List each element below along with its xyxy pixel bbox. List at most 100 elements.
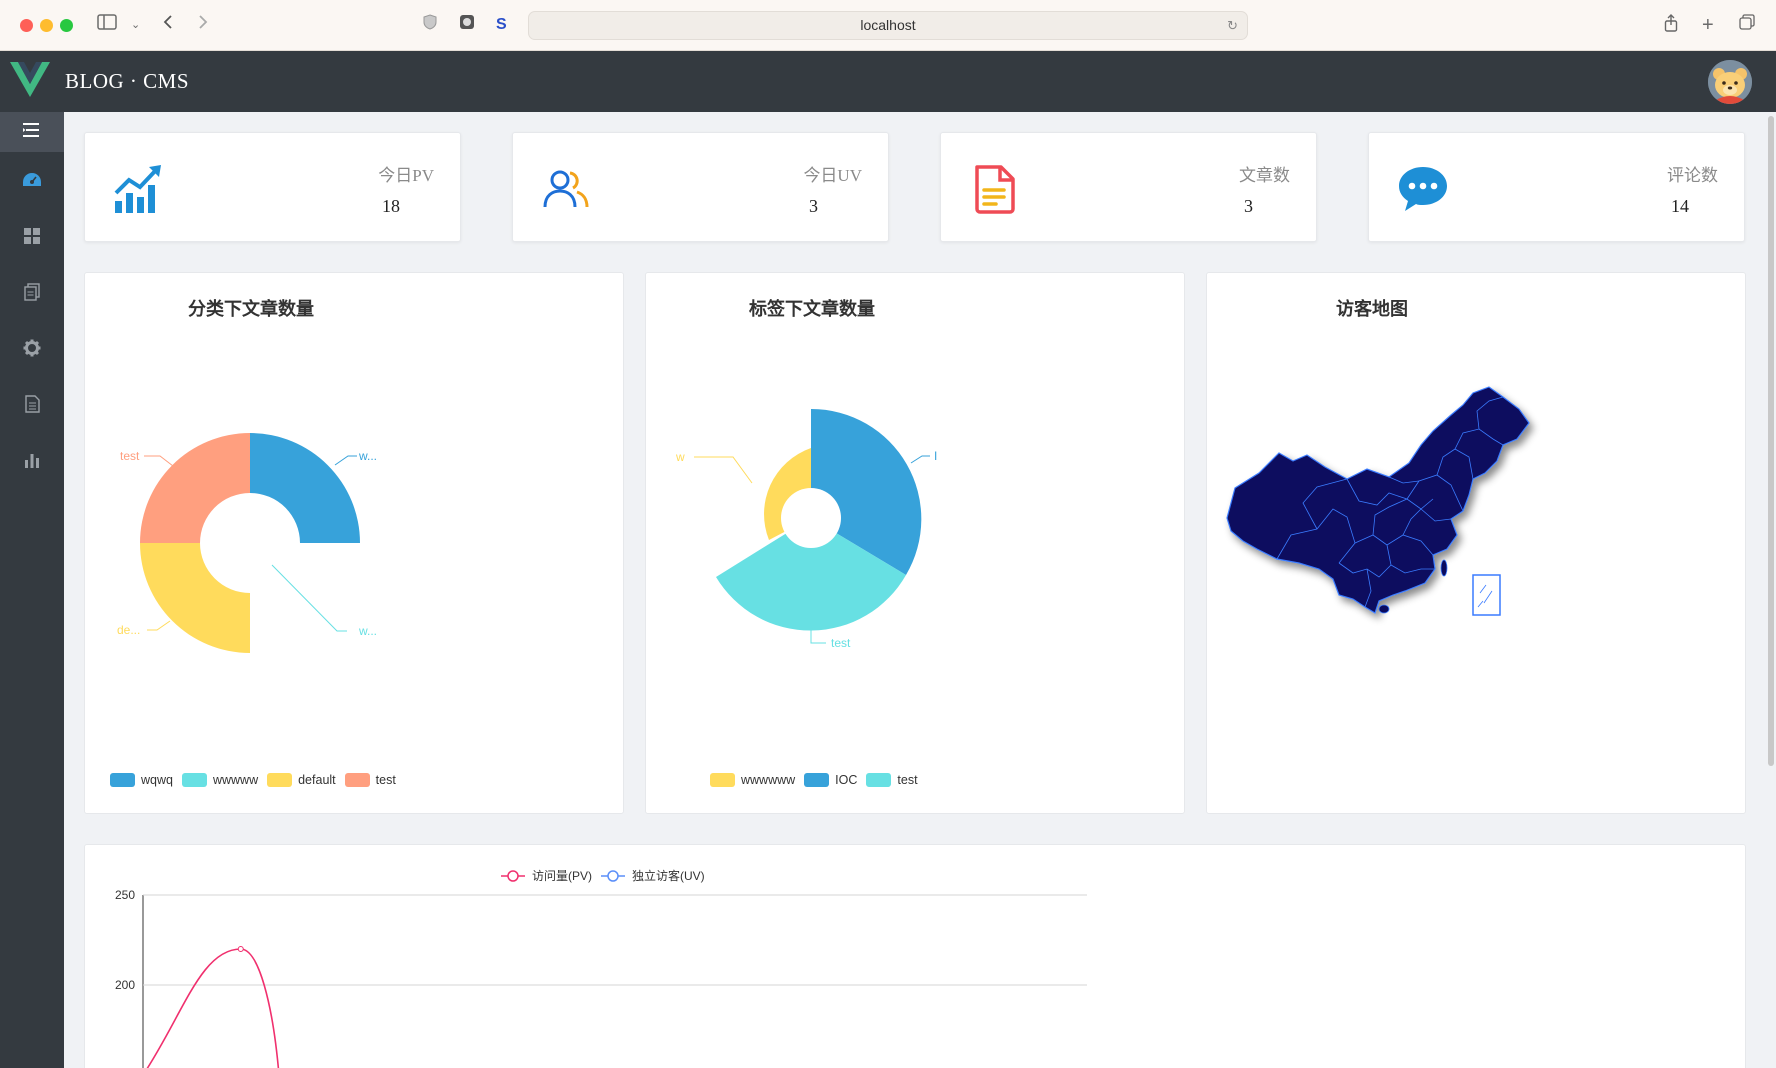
map-border: [1386, 544, 1435, 574]
legend-item-wqwq[interactable]: wqwq: [110, 773, 173, 787]
legend-label: wwwwww: [741, 773, 796, 787]
zoom-window-button[interactable]: [60, 19, 73, 32]
slice-test: [716, 518, 906, 631]
stat-label: 今日UV: [803, 166, 862, 185]
visitor-map-panel: 访客地图: [1206, 272, 1746, 814]
slice-label: test: [831, 636, 851, 650]
leader-line: [147, 620, 171, 631]
legend-item-wwwww[interactable]: wwwww: [181, 773, 258, 787]
leader-line: [810, 628, 826, 644]
back-arrow-icon[interactable]: [162, 14, 174, 37]
legend-label-uv: 独立访客(UV): [632, 868, 705, 883]
map-border: [1402, 508, 1422, 536]
slice-test: [140, 433, 250, 543]
stat-label: 文章数: [1239, 166, 1290, 185]
user-avatar[interactable]: [1708, 60, 1752, 104]
stat-value: 3: [809, 196, 818, 216]
sidebar-item-dashboard[interactable]: [0, 162, 64, 202]
visitor-map[interactable]: [1207, 273, 1747, 753]
slice-label: w...: [358, 449, 377, 463]
legend-item-IOC[interactable]: IOC: [804, 773, 857, 787]
shield-icon[interactable]: [423, 14, 437, 37]
legend-item-test[interactable]: test: [866, 773, 918, 787]
vue-logo-icon[interactable]: [10, 62, 50, 103]
gear-icon: [23, 339, 41, 362]
tab-overview-icon[interactable]: [1739, 14, 1755, 37]
chevron-down-icon[interactable]: ⌄: [131, 19, 141, 31]
legend-item-test[interactable]: test: [344, 773, 396, 787]
browser-toolbar: ⌄ S localhost ↻ +: [0, 0, 1776, 51]
reload-icon[interactable]: ↻: [1227, 18, 1238, 33]
share-icon[interactable]: [1664, 14, 1678, 39]
map-region-china: [1226, 386, 1530, 614]
sidebar-item-documents[interactable]: [0, 386, 64, 426]
series-line-pv: [146, 948, 280, 1068]
legend-marker-pv: [507, 870, 519, 882]
extension-s-icon[interactable]: S: [496, 16, 507, 33]
leader-line: [334, 455, 357, 466]
brand-title[interactable]: BLOG · CMS: [65, 69, 190, 93]
document-icon: [24, 394, 40, 418]
stat-label: 评论数: [1667, 166, 1718, 185]
leader-line: [144, 455, 174, 467]
sidebar-item-articles[interactable]: [0, 274, 64, 314]
scrollbar-thumb[interactable]: [1768, 116, 1774, 766]
slice-IOC: [811, 408, 922, 575]
grid-icon: [24, 227, 40, 249]
minimize-window-button[interactable]: [40, 19, 53, 32]
donut-hole: [781, 488, 841, 548]
sidebar-item-settings[interactable]: [0, 330, 64, 370]
map-border: [1388, 476, 1420, 484]
legend-label: IOC: [835, 773, 858, 787]
map-border: [1302, 478, 1348, 530]
map-south-sea-islands: [1477, 584, 1493, 608]
map-region-taiwan: [1440, 559, 1448, 577]
dashboard-icon: [22, 172, 42, 193]
legend-label: test: [897, 773, 918, 787]
slice-label: de...: [117, 623, 140, 637]
articles-icon: [24, 282, 40, 306]
slice-label: I: [934, 449, 937, 463]
legend-label: test: [375, 773, 396, 787]
url-bar[interactable]: localhost ↻: [528, 11, 1248, 40]
leader-line: [271, 564, 347, 632]
category-rose-chart[interactable]: w... w... de... test: [85, 273, 625, 753]
sidebar-item-menu-toggle[interactable]: [0, 112, 64, 152]
stat-card-uv[interactable]: 今日UV 3: [512, 132, 889, 242]
stat-card-pv[interactable]: 今日PV 18: [84, 132, 461, 242]
app-header: BLOG · CMS: [0, 51, 1776, 112]
stat-card-articles[interactable]: 文章数 3: [940, 132, 1317, 242]
leader-line: [694, 456, 753, 484]
legend-item-default[interactable]: default: [267, 773, 336, 787]
legend-item-wwwwww[interactable]: wwwwww: [710, 773, 795, 787]
legend-marker-uv: [607, 870, 619, 882]
stat-value: 18: [382, 196, 400, 216]
file-text-icon: [969, 163, 1021, 215]
slice-default: [140, 543, 250, 653]
sidebar-toggle-icon[interactable]: [97, 14, 117, 37]
url-text: localhost: [860, 17, 916, 33]
users-icon: [541, 163, 593, 215]
extension-record-icon[interactable]: [459, 14, 475, 37]
stat-card-comments[interactable]: 评论数 14: [1368, 132, 1745, 242]
leader-line: [910, 455, 930, 464]
tag-chart-panel: 标签下文章数量 I test w wwwwww IOC test: [645, 272, 1185, 814]
forward-arrow-icon[interactable]: [197, 14, 209, 37]
tag-rose-chart[interactable]: I test w: [646, 273, 1186, 753]
legend-label-pv: 访问量(PV): [532, 869, 592, 883]
close-window-button[interactable]: [20, 19, 33, 32]
legend-label: wqwq: [141, 773, 173, 787]
stat-label: 今日PV: [378, 166, 434, 185]
new-tab-icon[interactable]: +: [1702, 14, 1714, 36]
panel-title: 分类下文章数量: [188, 299, 314, 319]
sidebar-item-grid[interactable]: [0, 218, 64, 258]
chart-legend: wwwwww IOC test: [710, 773, 927, 787]
chart-legend: wqwq wwwww default test: [110, 773, 405, 787]
map-border: [1364, 568, 1372, 608]
slice-wqwq: [250, 433, 360, 543]
legend-label: default: [298, 773, 336, 787]
sidebar: [0, 112, 64, 1068]
sidebar-item-statistics[interactable]: [0, 442, 64, 482]
